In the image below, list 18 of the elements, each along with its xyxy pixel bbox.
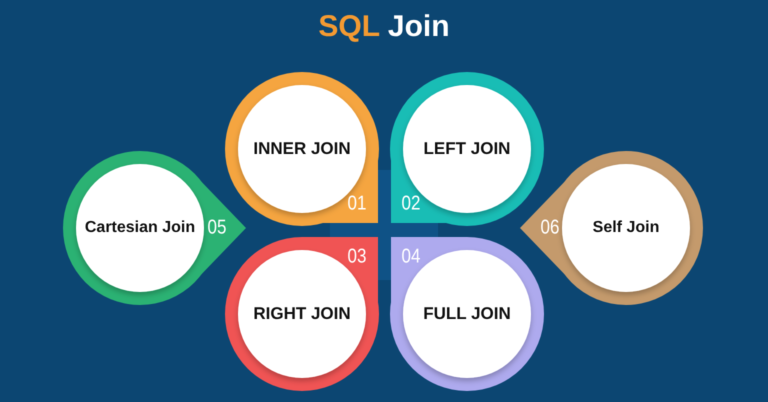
join-label: LEFT JOIN xyxy=(424,139,510,159)
join-label: Cartesian Join xyxy=(84,219,196,237)
step-number: 01 xyxy=(348,192,366,216)
teardrop-shape xyxy=(225,237,378,391)
teardrop-shape xyxy=(391,237,544,391)
step-number: 04 xyxy=(402,246,420,268)
teardrop-shape xyxy=(63,151,246,305)
step-number: 03 xyxy=(348,246,366,268)
join-label: Self Join xyxy=(592,219,660,237)
join-label: FULL JOIN xyxy=(423,304,511,324)
join-label: RIGHT JOIN xyxy=(253,304,351,324)
teardrop-shape xyxy=(520,151,703,305)
join-label: INNER JOIN xyxy=(253,139,351,159)
step-number: 06 xyxy=(540,216,560,240)
step-number: 02 xyxy=(402,192,420,216)
teardrop-shape xyxy=(225,72,378,223)
step-number: 05 xyxy=(208,216,226,240)
title: SQL Join xyxy=(318,10,450,44)
